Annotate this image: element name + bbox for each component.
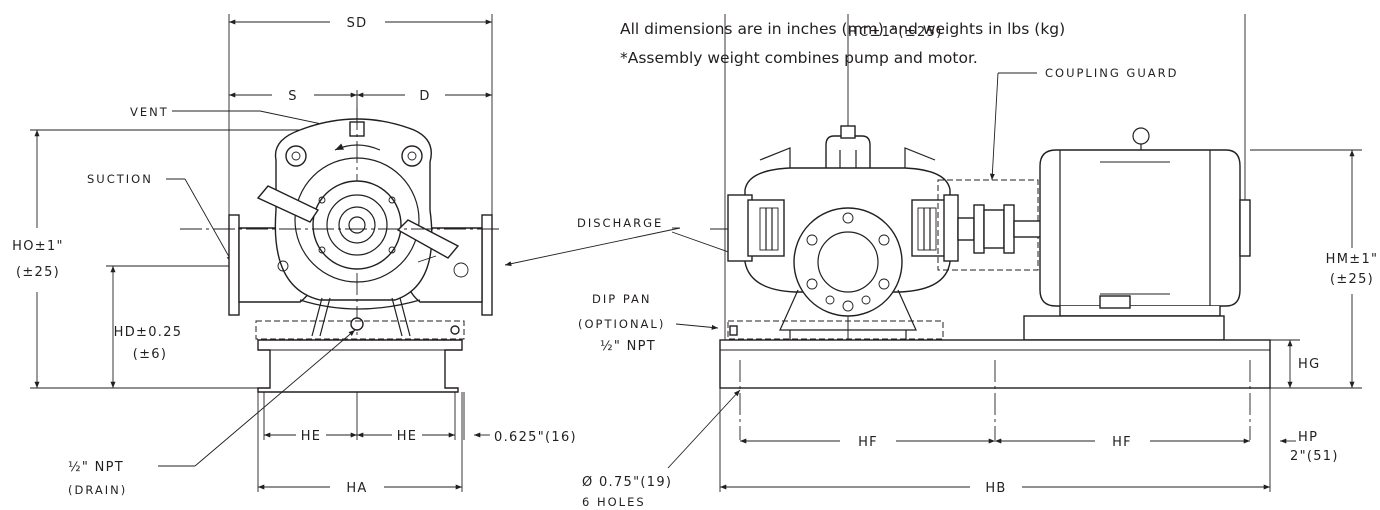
ha-label: HA xyxy=(346,481,367,496)
vent-label: VENT xyxy=(130,105,169,119)
motor xyxy=(1023,127,1362,341)
s-label: S xyxy=(288,89,298,104)
discharge-label: DISCHARGE xyxy=(577,216,663,230)
coupling-guard xyxy=(937,179,1045,271)
drain-size-label: ½" NPT xyxy=(68,460,124,475)
hd-mm-label: (±6) xyxy=(133,347,168,362)
hc-label: HC±1"(±25) xyxy=(848,25,943,40)
hole-dia-label: Ø 0.75"(19) xyxy=(582,475,672,490)
sd-label: SD xyxy=(347,16,368,31)
side-view: COUPLING GUARD DISCHARGE DIP PAN (OPTION… xyxy=(504,14,1379,509)
suction-label: SUCTION xyxy=(87,172,153,186)
dip-pan-optional-label: (OPTIONAL) xyxy=(578,317,665,331)
ho-mm-label: (±25) xyxy=(16,265,60,280)
note-dimensions: All dimensions are in inches (mm) and we… xyxy=(620,20,1066,38)
end-view: SD S D VENT SUCTION HO±1" (±25) HD±0.25 … xyxy=(12,14,577,497)
he-left-label: HE xyxy=(301,429,322,444)
dip-pan-npt-label: ½" NPT xyxy=(600,339,656,354)
pump-side xyxy=(710,120,1240,340)
coupling-guard-label: COUPLING GUARD xyxy=(1045,66,1178,80)
d-label: D xyxy=(419,89,430,104)
hm-mm-label: (±25) xyxy=(1330,272,1374,287)
dip-pan-label: DIP PAN xyxy=(592,292,652,306)
pump-casing-end xyxy=(180,108,500,340)
hg-label: HG xyxy=(1298,357,1320,372)
note-assembly-weight: *Assembly weight combines pump and motor… xyxy=(620,49,978,67)
hp-value-label: 2"(51) xyxy=(1290,449,1339,464)
baseplate-end xyxy=(255,320,465,393)
hf-left-label: HF xyxy=(858,435,878,450)
hp-label: HP xyxy=(1298,430,1318,445)
hb-label: HB xyxy=(985,481,1006,496)
ho-label: HO±1" xyxy=(12,239,64,254)
hf-right-label: HF xyxy=(1112,435,1132,450)
hm-label: HM±1" xyxy=(1326,252,1379,267)
baseplate-side xyxy=(719,339,1271,440)
hd-label: HD±0.25 xyxy=(114,325,183,340)
drain-label: (DRAIN) xyxy=(68,483,127,497)
offset-label: 0.625"(16) xyxy=(494,430,577,445)
holes-label: 6 HOLES xyxy=(582,495,646,509)
he-right-label: HE xyxy=(397,429,418,444)
